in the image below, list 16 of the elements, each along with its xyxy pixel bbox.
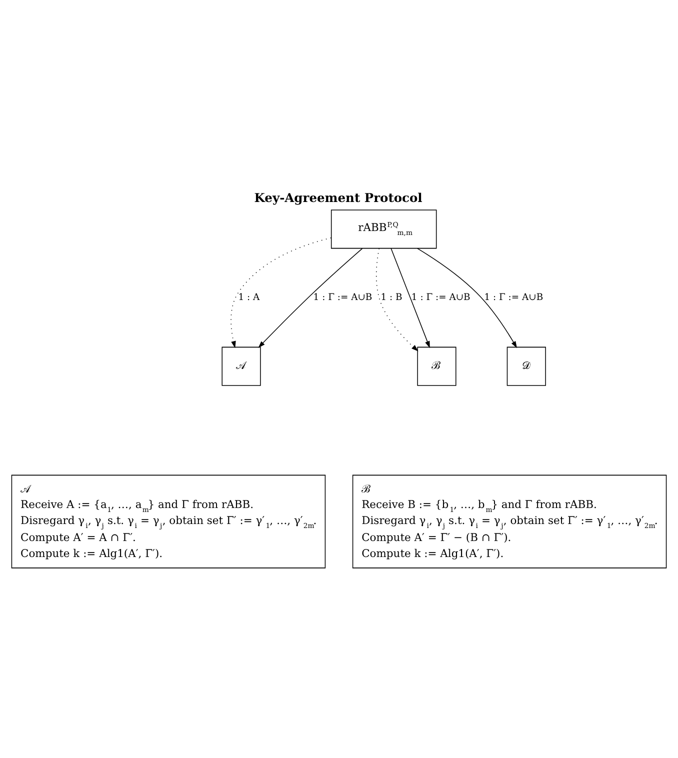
node-box: ℬ — [417, 346, 456, 386]
edge-label: 1 : Γ := A∪B — [411, 292, 470, 304]
edge-label: 1 : B — [380, 292, 402, 304]
edge-label: 1 : A — [238, 292, 260, 304]
node-box: ℬ Receive B := {b$_{1}$, …, b$_{m}$} and Γ from rABB. Disregard γ$_{i}$, γ$_{j}$ s.t. γ$_{i}$ = γ$_{j}$, obtain set Γ′ := γ′$_{1}$, …, γ′$_{2m′}$. Compute A′ = Γ′ − (B ∩ Γ′). Compute k := Alg1(A′, Γ′). — [352, 474, 667, 568]
diagram-title: Key-Agreement Protocol — [254, 190, 422, 206]
edge-label: 1 : Γ := A∪B — [313, 292, 372, 304]
arrow — [258, 248, 363, 348]
node-box: 𝒜 — [222, 346, 261, 386]
arrow — [376, 248, 418, 352]
arrow — [417, 248, 517, 348]
arrow — [230, 237, 332, 348]
node-box: 𝒜 Receive A := {a$_{1}$, …, a$_{m}$} and Γ from rABB. Disregard γ$_{i}$, γ$_{j}$ s.t. γ$_{i}$ = γ$_{j}$, obtain set Γ′ := γ′$_{1}$, …, γ′$_{2m′}$. Compute A′ = A ∩ Γ′. Compute k := Alg1(A′, Γ′). — [11, 474, 326, 568]
arrow — [390, 248, 430, 348]
edge-label: 1 : Γ := A∪B — [484, 292, 544, 304]
node-box: 𝒟 — [506, 346, 546, 386]
